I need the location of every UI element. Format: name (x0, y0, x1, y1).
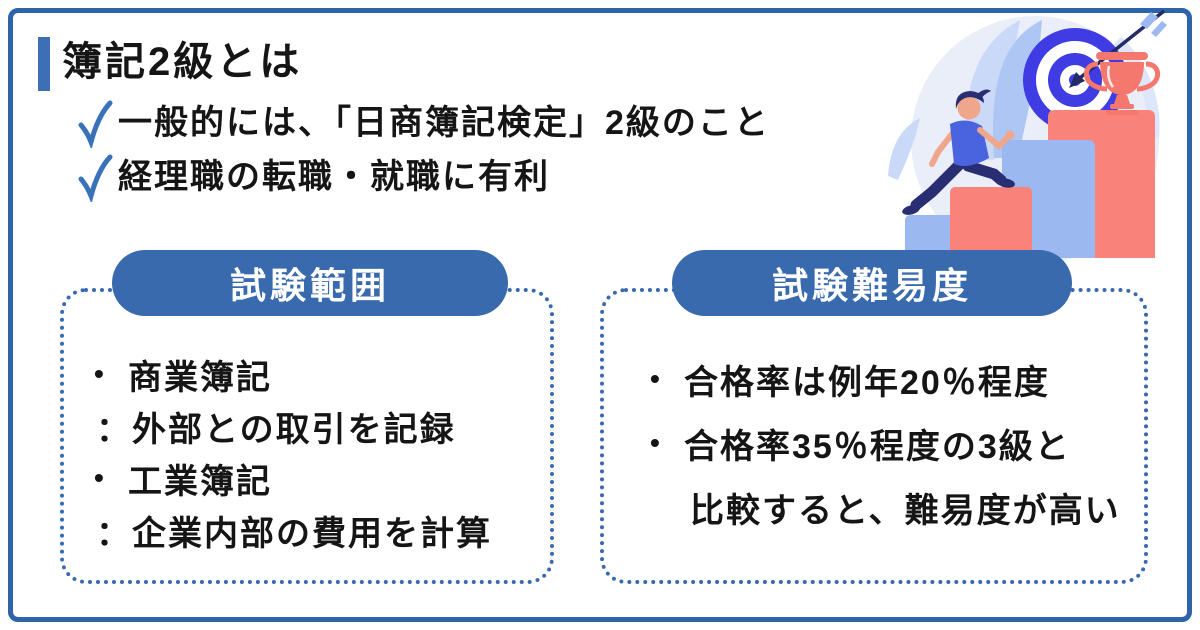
exam-scope-body: • 商業簿記 ：外部との取引を記録 • 工業簿記 ：企業内部の費用を計算 (64, 348, 550, 556)
point-row: 経理職の転職・就職に有利 (76, 152, 550, 202)
checkmark-icon (78, 154, 113, 202)
list-item: ：企業内部の費用を計算 (90, 504, 550, 556)
bullet-icon: • (650, 427, 662, 458)
list-item-text: 合格率は例年20％程度 (684, 363, 1050, 402)
stairs-goal-illustration (888, 9, 1167, 264)
title-accent-bar (38, 37, 50, 91)
list-item: • 合格率は例年20％程度 (646, 347, 1144, 411)
exam-difficulty-body: • 合格率は例年20％程度 • 合格率35％程度の3級と 比較すると、難易度が高… (604, 347, 1144, 539)
point-text: 経理職の転職・就職に有利 (118, 158, 550, 196)
exam-scope-header: 試験範囲 (112, 250, 508, 316)
list-item: 比較すると、難易度が高い (646, 475, 1144, 539)
exam-difficulty-card: • 合格率は例年20％程度 • 合格率35％程度の3級と 比較すると、難易度が高… (600, 288, 1148, 584)
stairs (905, 110, 1155, 258)
point-text: 一般的には、「日商簿記検定」2級のこと (118, 104, 770, 142)
trophy-icon (1083, 52, 1161, 115)
arrow-icon (1069, 9, 1167, 88)
checkmark-icon (78, 100, 113, 148)
list-item-text: ：外部との取引を記録 (96, 410, 456, 449)
bullet-icon: • (94, 462, 106, 493)
list-item: • 工業簿記 (90, 452, 550, 504)
runner-figure (902, 89, 1015, 215)
bullet-icon: • (94, 358, 106, 389)
point-row: 一般的には、「日商簿記検定」2級のこと (76, 98, 770, 148)
page-title: 簿記2級とは (62, 40, 303, 84)
list-item: • 商業簿記 (90, 348, 550, 400)
bullet-icon: • (650, 363, 662, 394)
list-item: • 合格率35％程度の3級と (646, 411, 1144, 475)
list-item-text: 商業簿記 (128, 358, 272, 397)
list-item-text: 工業簿記 (128, 462, 272, 501)
exam-difficulty-header: 試験難易度 (672, 250, 1072, 316)
list-item-text: 合格率35％程度の3級と (684, 427, 1071, 466)
list-item-text: ：企業内部の費用を計算 (96, 514, 492, 553)
list-item: ：外部との取引を記録 (90, 400, 550, 452)
outer-frame (8, 8, 1192, 622)
list-item-text: 比較すると、難易度が高い (690, 491, 1121, 530)
exam-scope-card: • 商業簿記 ：外部との取引を記録 • 工業簿記 ：企業内部の費用を計算 (60, 288, 554, 584)
